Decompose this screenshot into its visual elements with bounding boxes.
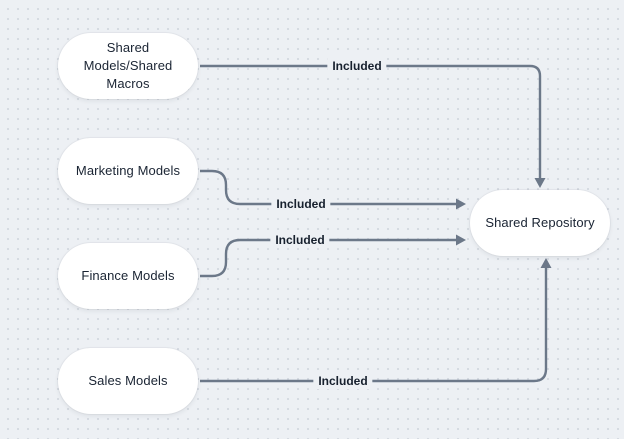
arrowhead-right-icon: [456, 234, 466, 246]
node-shared-models-shared-macros: Shared Models/Shared Macros: [58, 33, 198, 99]
node-marketing-models: Marketing Models: [58, 138, 198, 204]
edge-label-included-finance: Included: [270, 232, 330, 248]
edge-label-included-sales: Included: [313, 373, 373, 389]
edge-finance-to-repository: [200, 238, 456, 278]
node-label: Sales Models: [88, 373, 168, 388]
edge-label-included-marketing: Included: [271, 196, 331, 212]
node-finance-models: Finance Models: [58, 243, 198, 309]
edge-marketing-to-repository: [200, 169, 456, 206]
node-sales-models: Sales Models: [58, 348, 198, 414]
arrowhead-up-icon: [540, 258, 552, 268]
arrowhead-right-icon: [456, 198, 466, 210]
arrowhead-down-icon: [534, 178, 546, 188]
node-label: Marketing Models: [75, 163, 181, 178]
edge-label-included-shared-models: Included: [327, 58, 387, 74]
edge-sales-to-repository: [200, 268, 548, 383]
node-label: Shared Repository: [485, 215, 595, 230]
node-label: Shared Models/Shared Macros: [83, 40, 173, 91]
node-label: Finance Models: [81, 268, 175, 283]
node-shared-repository: Shared Repository: [470, 190, 610, 256]
edge-shared-models-to-repository: [200, 64, 542, 179]
